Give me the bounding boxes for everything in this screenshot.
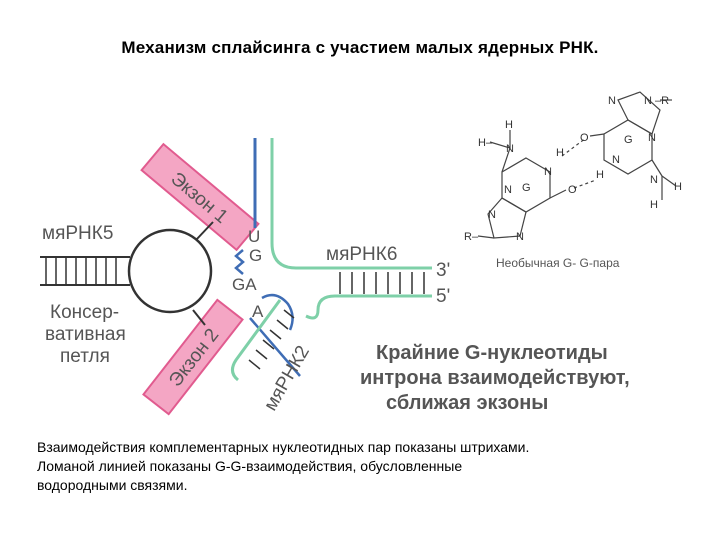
- atom-h-left-2: H: [556, 147, 564, 159]
- note-line-3: сближая экзоны: [386, 392, 548, 414]
- conserved-loop-line-3: петля: [60, 346, 110, 367]
- intron-lariat: [261, 293, 294, 331]
- note-line-1: Крайние G-нуклеотиды: [376, 342, 608, 364]
- g-nucleotide-label: G: [249, 246, 262, 265]
- a-label: A: [252, 302, 264, 321]
- atom-h-right-2: H: [674, 181, 682, 193]
- figure-caption: Взаимодействия комплементарных нуклеотид…: [37, 438, 697, 495]
- snrna2-label: мяРНК2: [260, 342, 314, 414]
- atom-h-left: H–: [478, 137, 493, 149]
- snrna2-strand: [231, 299, 282, 382]
- caption-line-2: Ломаной линией показаны G-G-взаимодейств…: [37, 458, 463, 474]
- exon1-connector: [195, 221, 214, 241]
- three-prime-label: 3': [436, 260, 450, 281]
- page-title: Механизм сплайсинга с участием малых яде…: [121, 38, 599, 57]
- atom-n-amino-left: N: [506, 143, 514, 155]
- caption-line-1: Взаимодействия комплементарных нуклеотид…: [37, 439, 530, 455]
- gg-pair-caption: Необычная G- G-пара: [496, 256, 620, 270]
- snrna6-strand: [270, 138, 432, 270]
- atom-g-right: G: [624, 134, 633, 146]
- five-prime-label: 5': [436, 286, 450, 307]
- atom-h-right-1: H: [596, 169, 604, 181]
- exon-1-box: Экзон 1: [140, 142, 260, 252]
- conserved-loop-line-2: вативная: [45, 324, 126, 345]
- atom-r-right: –R: [655, 95, 669, 107]
- intron-gg-zigzag: [234, 249, 245, 275]
- u-nucleotide-label: U: [248, 227, 260, 246]
- snrna2-base-pairs: [248, 309, 295, 370]
- atom-n-left-3: N: [488, 209, 496, 221]
- snrna6-label: мяРНК6: [326, 244, 397, 265]
- atom-n-right-1: N: [648, 132, 656, 144]
- snrna6-lower-strand: [305, 294, 432, 320]
- exon-2-box: Экзон 2: [142, 298, 244, 416]
- atom-n-left-2: N: [504, 184, 512, 196]
- snrna6-base-pairs: [339, 272, 425, 294]
- atom-n-right-amino: N: [650, 174, 658, 186]
- atom-h-right-3: H: [650, 199, 658, 211]
- caption-line-3: водородными связями.: [37, 477, 188, 493]
- atom-n-right-top: N: [608, 95, 616, 107]
- gg-pair-structure: [477, 91, 677, 239]
- atom-n-right-2: N: [612, 154, 620, 166]
- atom-o-left: O: [568, 184, 577, 196]
- atom-g-left: G: [522, 182, 531, 194]
- snrna5-base-pairs: [45, 257, 117, 285]
- atom-n-right-r: N: [644, 95, 652, 107]
- exon2-connector: [192, 309, 206, 326]
- snrna5-loop: [127, 228, 213, 314]
- atom-n-left-1: N: [544, 166, 552, 178]
- note-line-2: интрона взаимодействуют,: [360, 367, 630, 389]
- snrna5-label: мяРНК5: [42, 223, 113, 244]
- atom-n-left-4: N: [516, 231, 524, 243]
- conserved-loop-line-1: Консер-: [50, 302, 119, 323]
- atom-o-right: O: [580, 132, 589, 144]
- atom-r-left: R–: [464, 231, 479, 243]
- ga-label: GA: [232, 275, 257, 294]
- atom-h-top-left: H: [505, 119, 513, 131]
- gg-pair-atoms: H H– N N H N G O R– N N N N –R O G N N H…: [464, 95, 682, 243]
